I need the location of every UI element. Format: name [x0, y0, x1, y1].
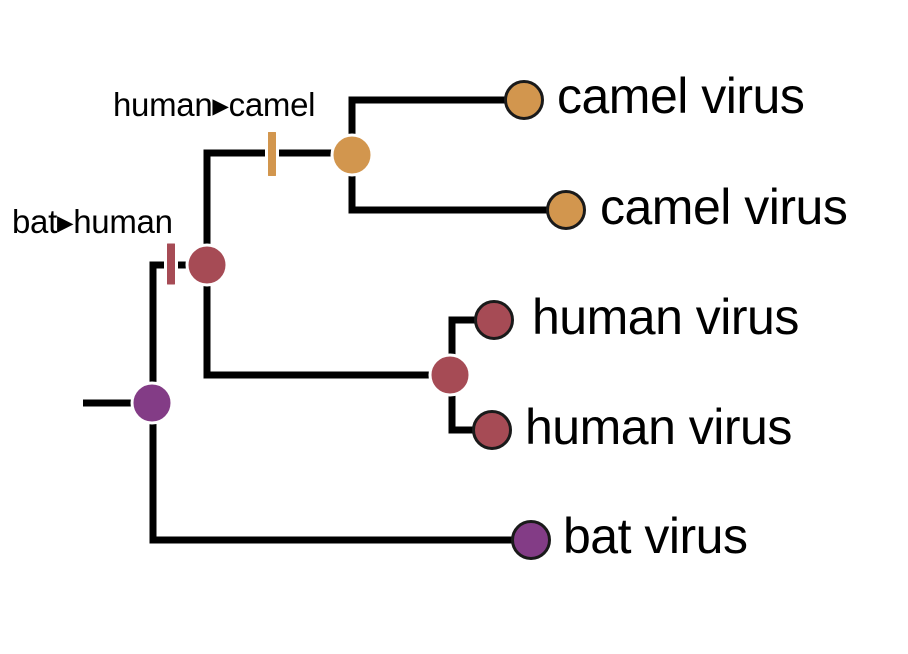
root-node: [130, 381, 174, 425]
tip-label-bat-virus: bat virus: [563, 508, 748, 564]
camel-virus-tip-1-node: [504, 80, 544, 120]
tip-label-camel-virus-2: camel virus: [600, 179, 848, 235]
tip-label-human-virus-1: human virus: [532, 289, 799, 345]
camel-virus-tip-2-node: [546, 190, 586, 230]
human-to-camel-tick: [265, 129, 279, 179]
human-virus-tip-2-node: [472, 410, 512, 450]
camel-clade-node: [330, 133, 374, 177]
branch-inner-connector-camel-human: [203, 149, 450, 379]
transition-label-human-to-camel: human▸camel: [113, 85, 316, 123]
bat-to-human-tick: [164, 240, 178, 288]
camel-human-ancestor-node: [185, 243, 229, 287]
bat-virus-tip-node: [511, 520, 551, 560]
tip-label-camel-virus-1: camel virus: [557, 68, 805, 124]
transition-label-bat-to-human: bat▸human: [12, 202, 173, 240]
tip-label-human-virus-2: human virus: [525, 399, 792, 455]
human-virus-tip-1-node: [474, 300, 514, 340]
human-clade-node: [428, 353, 472, 397]
